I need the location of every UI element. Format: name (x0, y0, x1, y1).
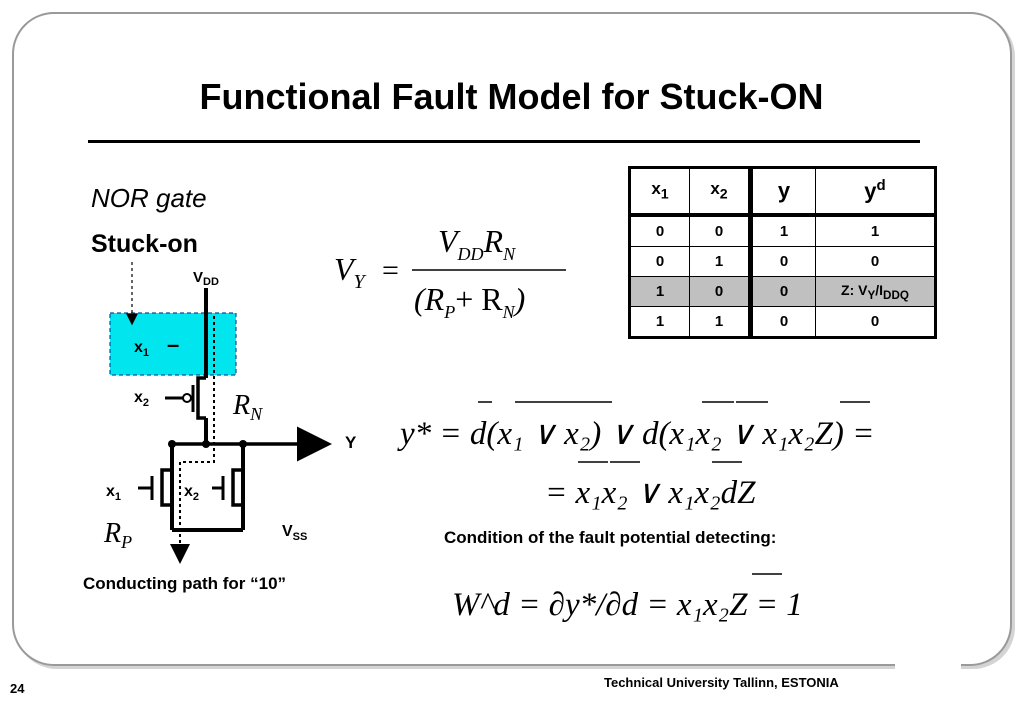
x1-bottom-label: x1 (106, 483, 121, 503)
fault-mark: – (167, 332, 179, 357)
x2-bottom-label: x2 (184, 483, 199, 503)
svg-text:(RP+ RN): (RP+ RN) (414, 281, 525, 322)
rn-label: RN (232, 390, 263, 424)
slide-title: Functional Fault Model for Stuck-ON (199, 76, 824, 117)
table-row: 0 1 0 0 (629, 246, 936, 277)
header-x2: x2 (689, 167, 753, 217)
vdd-label: VDD (193, 269, 219, 288)
table-row: 1 1 0 0 (629, 306, 936, 338)
x1-top-label: x1 (134, 339, 149, 359)
output-y-label: Y (345, 433, 357, 452)
header-x1: x1 (629, 167, 690, 217)
title-rule (88, 140, 920, 143)
ystar-equation: y* = d(x₁ ∨ x₂) ∨ d(x₁x₂ ∨ x₁x₂Z) = = x₁… (397, 401, 874, 511)
rp-label: RP (103, 518, 132, 552)
svg-text:VY: VY (334, 251, 367, 293)
conducting-path (170, 316, 215, 564)
page-number: 24 (10, 681, 25, 696)
nor-gate-circuit: VDD x1 – x2 RN Y x1 x2 VSS RP (103, 262, 357, 564)
footer-institution: Technical University Tallinn, ESTONIA (604, 675, 839, 690)
vy-equation: VY = VDDRN (RP+ RN) (334, 223, 566, 322)
x2-top-label: x2 (134, 389, 149, 409)
header-yd: yd (815, 167, 936, 217)
wd-equation: W^d = ∂y*/∂d = x₁x₂Z = 1 (452, 573, 803, 623)
header-y: y (750, 167, 816, 217)
svg-text:=: = (382, 254, 399, 287)
svg-text:= x₁x₂ ∨ x₁x₂dZ: = x₁x₂ ∨ x₁x₂dZ (545, 475, 756, 511)
gate-label: NOR gate (91, 183, 207, 213)
condition-label: Condition of the fault potential detecti… (444, 528, 777, 547)
svg-text:y* = d(x₁ ∨ x₂) ∨ d(x₁x₂ ∨ x₁x: y* = d(x₁ ∨ x₂) ∨ d(x₁x₂ ∨ x₁x₂Z) = (397, 416, 874, 452)
svg-text:VDDRN: VDDRN (438, 223, 516, 264)
footer-gap (895, 655, 961, 669)
truth-table: x1 x2 y yd 0 0 1 1 0 1 0 0 1 0 0 Z: VY/I… (628, 166, 937, 339)
fault-label: Stuck-on (91, 230, 198, 258)
table-row: 0 0 1 1 (629, 214, 936, 247)
truth-table-header: x1 x2 y yd (629, 167, 936, 217)
conducting-path-label: Conducting path for “10” (83, 574, 287, 593)
vss-label: VSS (282, 523, 307, 543)
svg-text:W^d = ∂y*/∂d = x₁x₂Z = 1: W^d = ∂y*/∂d = x₁x₂Z = 1 (452, 587, 803, 623)
